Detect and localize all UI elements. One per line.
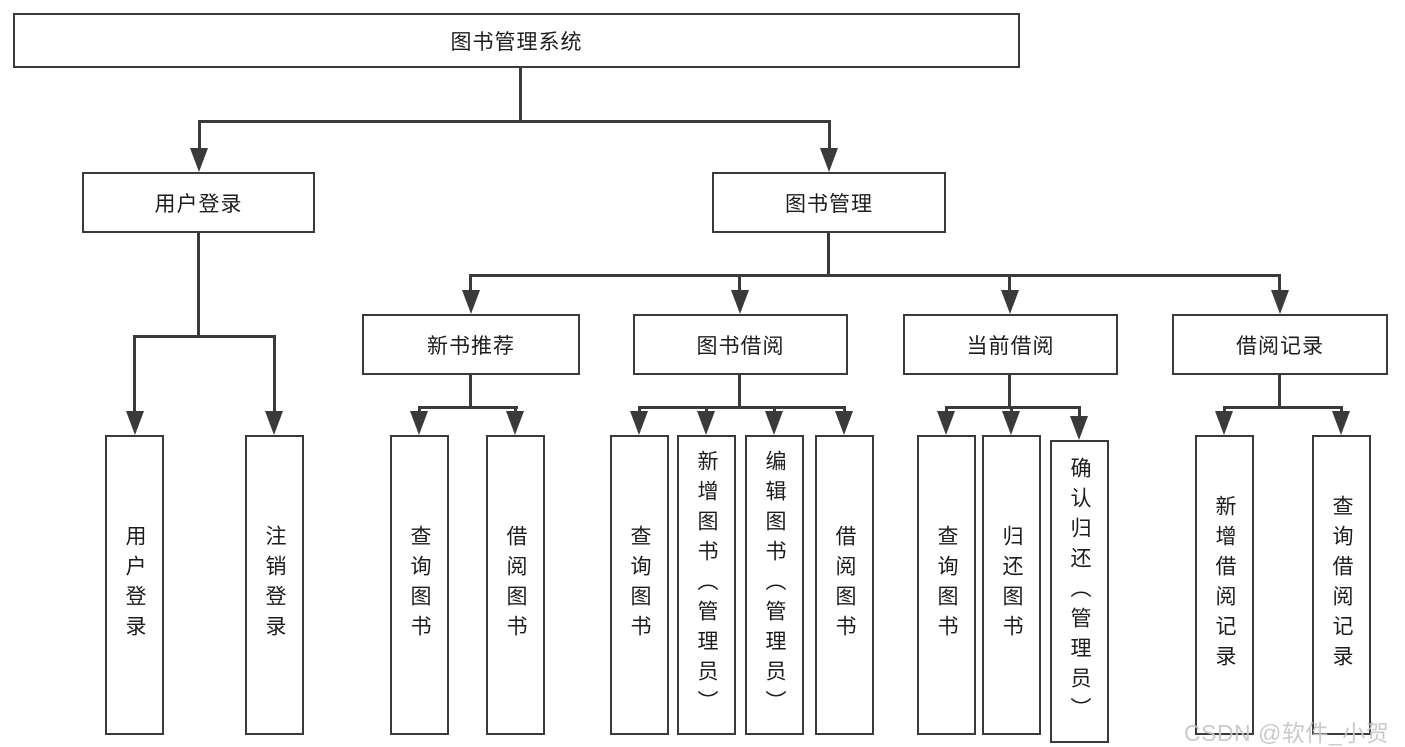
leaf-query-books-current: 查询图书 (917, 435, 976, 735)
edge-line (418, 406, 421, 414)
edge-line (1223, 406, 1226, 414)
edge-line (197, 233, 200, 338)
edge-line (705, 406, 708, 414)
leaf-return-books: 归还图书 (982, 435, 1041, 735)
edge-line (738, 375, 741, 409)
node-current-borrowing: 当前借阅 (903, 314, 1118, 375)
arrowhead-icon (462, 290, 480, 314)
edge-line (469, 375, 472, 409)
leaf-logout: 注销登录 (245, 435, 304, 735)
leaf-query-books-borrowing: 查询图书 (610, 435, 669, 735)
edge-line (773, 406, 776, 414)
arrowhead-icon (1215, 411, 1233, 435)
arrowhead-icon (1332, 411, 1350, 435)
arrowhead-icon (937, 411, 955, 435)
leaf-edit-book-admin: 编辑图书（管理员） (745, 435, 804, 735)
leaf-borrow-books-recommend: 借阅图书 (486, 435, 545, 735)
node-borrowing-records: 借阅记录 (1172, 314, 1388, 375)
edge-line (843, 406, 846, 414)
edge-line (1078, 406, 1081, 418)
arrowhead-icon (630, 411, 648, 435)
edge-line (945, 406, 948, 414)
edge-line (133, 335, 136, 415)
arrowhead-icon (1271, 290, 1289, 314)
arrowhead-icon (697, 411, 715, 435)
edge-line (273, 335, 276, 415)
edge-line (1340, 406, 1343, 414)
edge-line (1008, 274, 1011, 292)
leaf-borrow-books-borrowing: 借阅图书 (815, 435, 874, 735)
node-library-management-system: 图书管理系统 (13, 13, 1020, 68)
edge-line (198, 120, 201, 152)
leaf-confirm-return-admin: 确认归还（管理员） (1050, 440, 1109, 743)
arrowhead-icon (835, 411, 853, 435)
edge-line (828, 120, 831, 152)
edge-line (1010, 406, 1013, 414)
edge-line (738, 274, 741, 292)
arrowhead-icon (190, 148, 208, 172)
edge-line (638, 406, 641, 414)
arrowhead-icon (265, 411, 283, 435)
arrowhead-icon (506, 411, 524, 435)
edge-line (514, 406, 517, 414)
edge-line (1278, 274, 1281, 292)
node-book-borrowing: 图书借阅 (633, 314, 848, 375)
arrowhead-icon (731, 290, 749, 314)
edge-line (418, 406, 518, 409)
arrowhead-icon (1070, 416, 1088, 440)
leaf-add-borrow-record: 新增借阅记录 (1195, 435, 1254, 735)
edge-line (638, 406, 846, 409)
node-user-login: 用户登录 (82, 172, 315, 233)
edge-line (469, 274, 1281, 277)
node-new-book-recommendation: 新书推荐 (362, 314, 580, 375)
edge-line (198, 120, 831, 123)
edge-line (1223, 406, 1343, 409)
arrowhead-icon (1002, 411, 1020, 435)
leaf-user-login: 用户登录 (105, 435, 164, 735)
node-book-management: 图书管理 (712, 172, 946, 233)
edge-line (945, 406, 1081, 409)
leaf-query-books-recommend: 查询图书 (390, 435, 449, 735)
edge-line (469, 274, 472, 292)
arrowhead-icon (765, 411, 783, 435)
arrowhead-icon (1001, 290, 1019, 314)
watermark: CSDN @软件_小贺同学 (1184, 720, 1390, 746)
leaf-query-borrow-record: 查询借阅记录 (1312, 435, 1371, 735)
edge-line (827, 233, 830, 277)
edge-line (133, 335, 276, 338)
edge-line (519, 68, 522, 123)
arrowhead-icon (126, 411, 144, 435)
edge-line (1008, 375, 1011, 409)
leaf-add-book-admin: 新增图书（管理员） (677, 435, 736, 735)
arrowhead-icon (820, 148, 838, 172)
edge-line (1278, 375, 1281, 409)
arrowhead-icon (410, 411, 428, 435)
